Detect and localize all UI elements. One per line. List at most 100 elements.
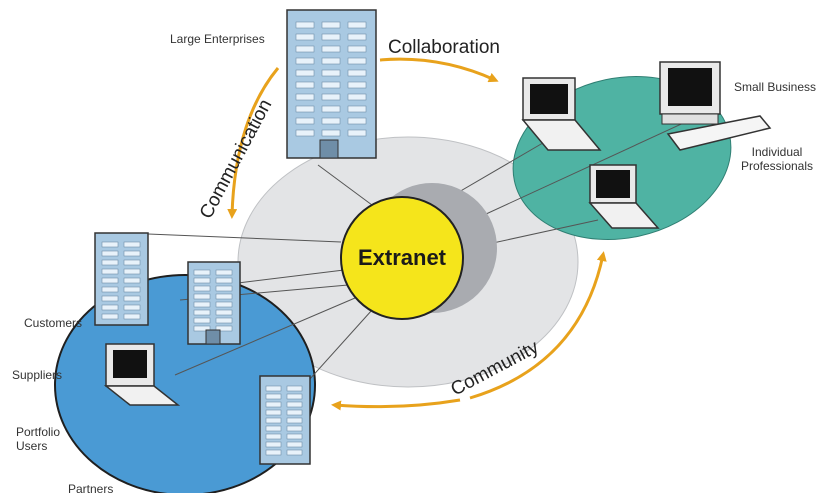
building-window [101,277,119,284]
building-window [101,241,119,248]
building-window [295,69,315,77]
building-window [123,277,141,284]
building-window [193,309,211,316]
building-window [321,21,341,29]
partner-building [259,375,311,465]
building-window [193,317,211,324]
building-window [321,81,341,89]
building-window [215,309,233,316]
building-window [347,69,367,77]
building-window [321,33,341,41]
building-window [101,286,119,293]
building-window [101,295,119,302]
building-window [321,117,341,125]
community-arrow-left [331,398,461,411]
building-window [286,425,303,432]
small-business-laptop-1 [521,77,602,151]
individual-professionals-label: Individual Professionals [740,145,814,173]
building-window [286,401,303,408]
small-business-desktop [659,61,772,151]
communication-arrow [227,67,280,219]
building-window [265,449,282,456]
building-window [321,105,341,113]
building-window [265,417,282,424]
collaboration-arrow [379,57,499,83]
building-window [215,301,233,308]
suppliers-label: Suppliers [12,368,63,382]
building-window [347,45,367,53]
building-window [215,325,233,332]
building-window [123,241,141,248]
building-window [295,105,315,113]
building-window [123,295,141,302]
building-window [215,277,233,284]
building-window [347,129,367,137]
customer-building [94,232,149,326]
building-window [193,293,211,300]
building-window [295,21,315,29]
building-window [286,409,303,416]
building-window [286,417,303,424]
building-window [295,81,315,89]
customers-label: Customers [24,316,83,330]
partner-zone [54,274,316,493]
building-window [347,21,367,29]
building-window [215,269,233,276]
building-window [215,293,233,300]
building-window [265,441,282,448]
building-window [193,277,211,284]
portfolio-users-label: Portfolio Users [16,425,61,453]
building-window [123,313,141,320]
building-window [347,33,367,41]
building-window [347,117,367,125]
building-window [347,57,367,65]
building-window [193,325,211,332]
building-window [123,286,141,293]
building-window [265,425,282,432]
large-enterprises-label: Large Enterprises [170,32,265,46]
partners-label: Partners [68,482,114,496]
building-window [295,57,315,65]
building-window [295,93,315,101]
building-window [101,304,119,311]
building-window [321,69,341,77]
building-window [295,129,315,137]
building-window [265,385,282,392]
building-window [193,269,211,276]
building-window [347,105,367,113]
building-window [193,285,211,292]
building-window [321,57,341,65]
building-window [347,81,367,89]
building-window [286,441,303,448]
building-window [321,129,341,137]
building-window [295,117,315,125]
small-business-label: Small Business [734,80,817,94]
building-window [265,433,282,440]
extranet-hub-circle [340,196,464,320]
large-enterprise-building [286,9,377,159]
building-window [286,433,303,440]
building-window [286,385,303,392]
building-window [286,393,303,400]
building-window [101,268,119,275]
building-window [123,268,141,275]
supplier-building [187,261,241,345]
building-window [295,33,315,41]
portfolio-laptop [103,343,181,406]
community-arrow-right [469,251,607,400]
building-window [215,285,233,292]
building-window [265,401,282,408]
building-window [193,301,211,308]
building-window [321,93,341,101]
building-window [321,45,341,53]
building-window [101,250,119,257]
building-window [295,45,315,53]
building-window [123,250,141,257]
extranet-label: Extranet [357,245,447,270]
collaboration-label: Collaboration [388,37,500,58]
building-window [123,259,141,266]
building-window [101,313,119,320]
building-window [123,304,141,311]
building-window [286,449,303,456]
